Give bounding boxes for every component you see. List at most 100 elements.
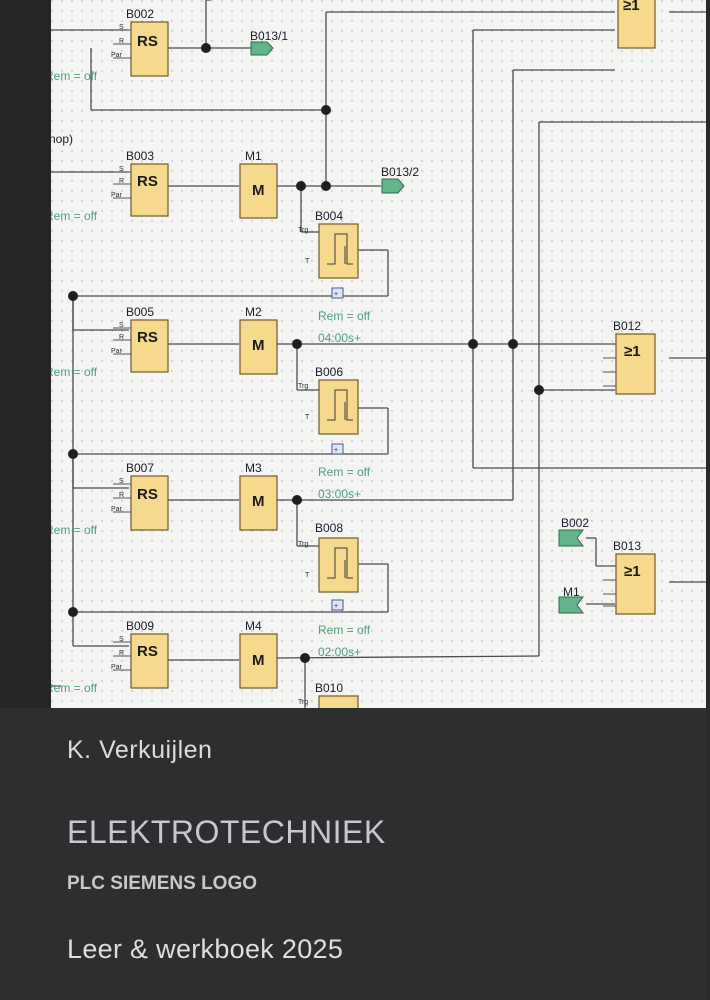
- svg-text:M: M: [252, 182, 265, 199]
- svg-text:Rem = off: Rem = off: [51, 681, 98, 695]
- svg-text:S: S: [119, 24, 124, 31]
- svg-text:B013/1: B013/1: [250, 29, 288, 43]
- svg-text:M2: M2: [245, 305, 262, 319]
- svg-text:Rem = off: Rem = off: [51, 523, 98, 537]
- svg-text:02:00s+: 02:00s+: [318, 645, 361, 659]
- cover-title-panel: [0, 708, 706, 1000]
- svg-text:M3: M3: [245, 461, 262, 475]
- or-block-top: ≥1: [617, 0, 656, 49]
- svg-text:T: T: [305, 258, 310, 265]
- svg-text:Trg: Trg: [298, 541, 308, 548]
- junction-dots: [68, 43, 544, 663]
- svg-text:M1: M1: [245, 149, 262, 163]
- memory-block-m4: M4 M: [239, 619, 278, 689]
- svg-text:Par: Par: [111, 348, 123, 355]
- parameter-labels: Rem = off Rem = off Rem = off Rem = off …: [51, 69, 371, 695]
- svg-text:Trg: Trg: [298, 699, 308, 706]
- rs-block-b002: B002 RS SR Par: [111, 7, 169, 77]
- svg-text:Trg: Trg: [298, 227, 308, 234]
- svg-text:S: S: [119, 478, 124, 485]
- rs-block-b009: B009 RS SR Par: [111, 619, 169, 689]
- block-label: RS: [137, 33, 158, 50]
- rs-block-b003: B003 RS SR Par: [111, 149, 169, 217]
- memory-block-m2: M2 M: [239, 305, 278, 375]
- svg-text:04:00s+: 04:00s+: [318, 331, 361, 345]
- block-name: B003: [126, 149, 154, 163]
- block-label: RS: [137, 173, 158, 190]
- memory-block-m1: M1 M: [239, 149, 278, 219]
- svg-text:Par: Par: [111, 52, 123, 59]
- svg-text:Rem = off: Rem = off: [318, 465, 371, 479]
- svg-text:B004: B004: [315, 209, 343, 223]
- timer-block-b010: B010 Trg: [298, 681, 359, 708]
- svg-text:M: M: [252, 337, 265, 354]
- svg-text:Rem = off: Rem = off: [51, 209, 98, 223]
- svg-text:S: S: [119, 322, 124, 329]
- block-name: B009: [126, 619, 154, 633]
- input-b002: B002: [558, 516, 589, 547]
- svg-text:B013/2: B013/2: [381, 165, 419, 179]
- svg-text:T: T: [305, 572, 310, 579]
- svg-text:T: T: [305, 414, 310, 421]
- rs-block-b007: B007 RS SR Par: [111, 461, 169, 531]
- svg-text:B008: B008: [315, 521, 343, 535]
- svg-text:Trg: Trg: [298, 383, 308, 390]
- svg-text:S: S: [119, 636, 124, 643]
- svg-text:B013: B013: [613, 539, 641, 553]
- block-name: B005: [126, 305, 154, 319]
- svg-text:Rem = off: Rem = off: [51, 69, 98, 83]
- svg-text:Rem = off: Rem = off: [318, 309, 371, 323]
- svg-text:≥1: ≥1: [624, 563, 641, 580]
- block-label: RS: [137, 329, 158, 346]
- svg-text:B010: B010: [315, 681, 343, 695]
- svg-text:R: R: [119, 492, 124, 499]
- block-label: RS: [137, 643, 158, 660]
- output-b013-2: B013/2: [381, 165, 419, 194]
- block-label: RS: [137, 486, 158, 503]
- svg-text:Rem = off: Rem = off: [51, 365, 98, 379]
- input-m1: M1: [558, 585, 584, 614]
- svg-text:knop): knop): [51, 132, 73, 146]
- svg-text:R: R: [119, 334, 124, 341]
- memory-block-m3: M3 M: [239, 461, 278, 531]
- book-title: ELEKTROTECHNIEK: [67, 814, 386, 850]
- svg-text:03:00s+: 03:00s+: [318, 487, 361, 501]
- svg-text:+: +: [334, 291, 338, 298]
- svg-text:M1: M1: [563, 585, 580, 599]
- svg-text:Par: Par: [111, 664, 123, 671]
- block-name: B002: [126, 7, 154, 21]
- svg-text:M: M: [252, 493, 265, 510]
- svg-text:Rem = off: Rem = off: [318, 623, 371, 637]
- svg-text:R: R: [119, 178, 124, 185]
- svg-text:Par: Par: [111, 192, 123, 199]
- svg-text:R: R: [119, 38, 124, 45]
- svg-text:R: R: [119, 650, 124, 657]
- svg-text:Par: Par: [111, 506, 123, 513]
- cover-left-band: [0, 0, 51, 708]
- book-edition: Leer & werkboek 2025: [67, 934, 344, 964]
- svg-text:+: +: [334, 603, 338, 610]
- block-name: B007: [126, 461, 154, 475]
- svg-text:≥1: ≥1: [623, 0, 640, 14]
- svg-text:≥1: ≥1: [624, 343, 641, 360]
- author-name: K. Verkuijlen: [67, 736, 213, 764]
- svg-text:B006: B006: [315, 365, 343, 379]
- or-block-b013: B013 ≥1: [603, 539, 656, 615]
- or-block-b012: B012 ≥1: [603, 319, 656, 395]
- svg-text:B002: B002: [561, 516, 589, 530]
- svg-text:M: M: [252, 652, 265, 669]
- rs-block-b005: B005 RS SR Par: [111, 305, 169, 373]
- svg-text:S: S: [119, 166, 124, 173]
- svg-text:M4: M4: [245, 619, 262, 633]
- svg-text:B012: B012: [613, 319, 641, 333]
- cover-right-band: [706, 0, 710, 708]
- svg-text:+: +: [334, 447, 338, 454]
- output-b013-1: B013/1: [250, 29, 288, 56]
- book-subtitle: PLC SIEMENS LOGO: [67, 873, 258, 894]
